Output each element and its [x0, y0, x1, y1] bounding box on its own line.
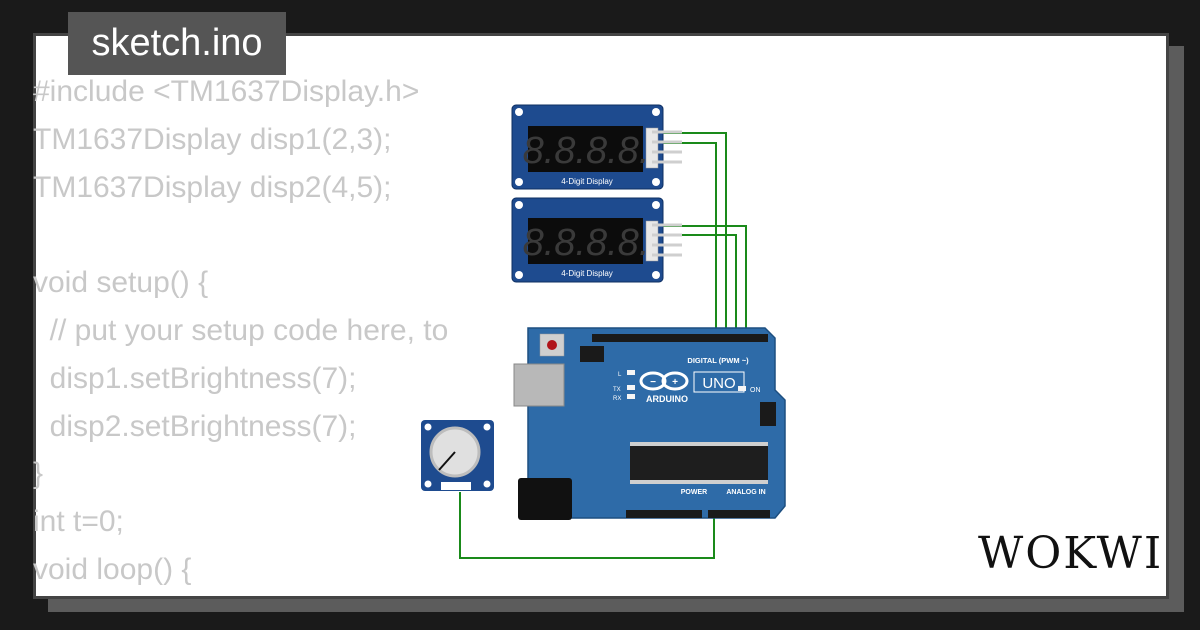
code-line: int t=0;	[33, 505, 124, 539]
code-line: #include <TM1637Display.h>	[33, 75, 420, 108]
display-module-2: 8.8.8.8. 4-Digit Display	[511, 197, 682, 283]
display-label: 4-Digit Display	[561, 269, 613, 278]
power-header	[626, 510, 702, 518]
sketch-title: sketch.ino	[68, 12, 286, 75]
code-line	[33, 211, 448, 259]
arduino-uno-board: DIGITAL (PWM ~) − + ARDUINO UNO L TX RX …	[513, 327, 786, 520]
code-line: TM1637Display disp1(2,3);	[33, 122, 392, 156]
display-label: 4-Digit Display	[561, 177, 613, 186]
code-line: disp2.setBrightness(7);	[33, 409, 357, 443]
board-model: UNO	[702, 375, 735, 392]
power-jack	[518, 478, 572, 520]
code-line: void setup() {	[33, 266, 209, 300]
display-module-1: 8.8.8.8. 4-Digit Display	[511, 104, 682, 190]
potentiometer	[421, 420, 494, 491]
svg-text:−: −	[650, 377, 656, 388]
microcontroller-chip	[630, 446, 768, 480]
wokwi-logo: WOKWI	[978, 528, 1164, 579]
wire	[660, 142, 717, 338]
wire	[459, 492, 715, 559]
tx-label: TX	[613, 387, 621, 393]
wire	[660, 234, 737, 338]
code-line: void loop() {	[33, 552, 192, 586]
code-line: disp1.setBrightness(7);	[33, 361, 357, 395]
circuit-diagram: 8.8.8.8. 4-Digit Display 8.8.8.8. 4-Digi…	[421, 104, 786, 559]
on-label: ON	[750, 387, 761, 394]
wire	[660, 225, 747, 338]
svg-text:+: +	[672, 377, 678, 388]
usb-port	[513, 363, 565, 407]
code-line: // put your setup code here, to	[33, 313, 449, 347]
digital-header-label: DIGITAL (PWM ~)	[687, 356, 749, 365]
display-digits: 8.8.8.8.	[523, 222, 650, 264]
board-brand: ARDUINO	[646, 394, 688, 404]
l-led-label: L	[618, 372, 622, 378]
code-line: }	[33, 457, 44, 491]
digital-header	[592, 334, 768, 342]
rx-label: RX	[613, 396, 621, 402]
code-line: TM1637Display disp2(4,5);	[33, 170, 392, 204]
analog-header	[708, 510, 770, 518]
analog-header-label: ANALOG IN	[726, 489, 765, 496]
power-header-label: POWER	[681, 489, 707, 496]
code-preview: #include <TM1637Display.h> TM1637Display…	[33, 68, 448, 594]
display-digits: 8.8.8.8.	[523, 130, 650, 172]
